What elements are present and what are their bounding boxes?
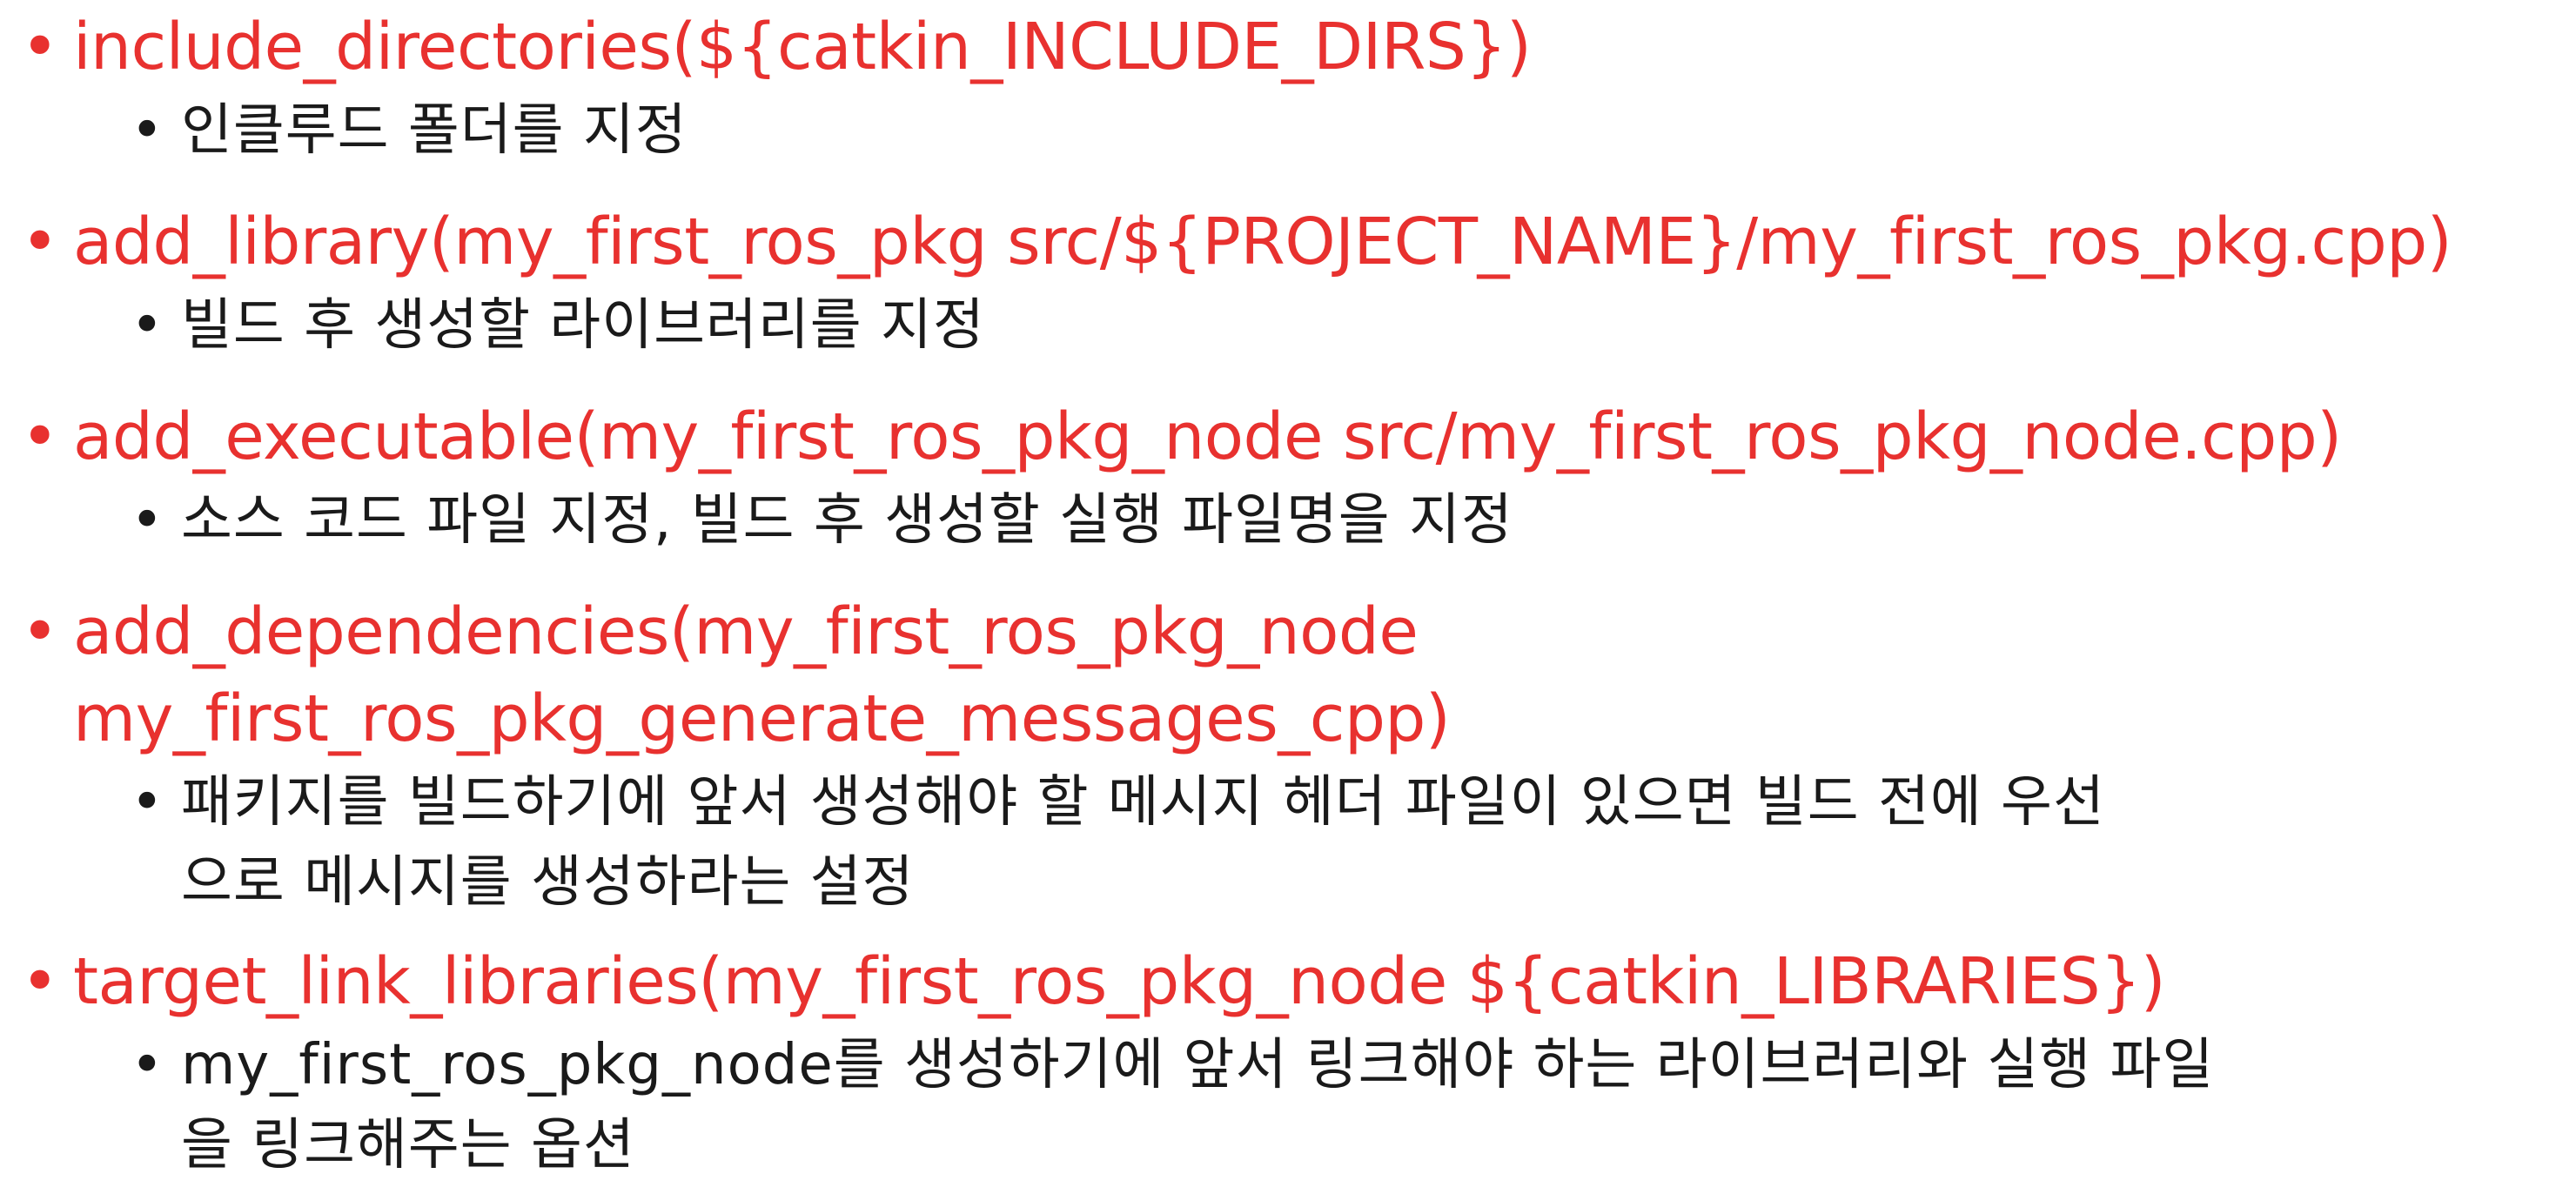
- bullet-icon: •: [131, 488, 164, 553]
- code-text: include_directories(${catkin_INCLUDE_DIR…: [73, 10, 1532, 84]
- description-text: 인클루드 폴더를 지정: [181, 98, 688, 163]
- description-bullet: • my_first_ros_pkg_node를 생성하기에 앞서 링크해야 하…: [0, 1025, 2576, 1185]
- code-text: my_first_ros_pkg_generate_messages_cpp): [73, 681, 1451, 756]
- bullet-icon: •: [131, 1033, 164, 1097]
- code-bullet: • add_executable(my_first_ros_pkg_node s…: [0, 393, 2576, 480]
- description-text: 을 링크해주는 옵션: [181, 1113, 635, 1177]
- list-item-add-executable: • add_executable(my_first_ros_pkg_node s…: [0, 393, 2576, 560]
- bullet-icon: •: [131, 770, 164, 835]
- bullet-icon: •: [21, 399, 59, 474]
- list-item-add-dependencies: • add_dependencies(my_first_ros_pkg_node…: [0, 588, 2576, 922]
- code-text: add_executable(my_first_ros_pkg_node src…: [73, 399, 2342, 474]
- bullet-icon: •: [21, 205, 59, 279]
- bullet-icon: •: [131, 293, 164, 358]
- description-bullet: • 빌드 후 생성할 라이브러리를 지정: [0, 285, 2576, 366]
- code-bullet: • add_library(my_first_ros_pkg src/${PRO…: [0, 198, 2576, 285]
- code-text: add_library(my_first_ros_pkg src/${PROJE…: [73, 205, 2452, 279]
- list-item-add-library: • add_library(my_first_ros_pkg src/${PRO…: [0, 198, 2576, 366]
- description-text: 소스 코드 파일 지정, 빌드 후 생성할 실행 파일명을 지정: [181, 488, 1513, 553]
- description-text: 빌드 후 생성할 라이브러리를 지정: [181, 293, 985, 358]
- code-bullet: • add_dependencies(my_first_ros_pkg_node…: [0, 588, 2576, 762]
- bullet-icon: •: [21, 594, 59, 669]
- code-text: target_link_libraries(my_first_ros_pkg_n…: [73, 944, 2166, 1019]
- description-text: my_first_ros_pkg_node를 생성하기에 앞서 링크해야 하는 …: [181, 1033, 2215, 1097]
- code-bullet: • include_directories(${catkin_INCLUDE_D…: [0, 3, 2576, 91]
- bullet-icon: •: [21, 944, 59, 1019]
- description-bullet: • 인클루드 폴더를 지정: [0, 91, 2576, 171]
- bullet-icon: •: [21, 10, 59, 84]
- list-item-target-link-libraries: • target_link_libraries(my_first_ros_pkg…: [0, 938, 2576, 1185]
- description-text: 패키지를 빌드하기에 앞서 생성해야 할 메시지 헤더 파일이 있으면 빌드 전…: [181, 770, 2105, 835]
- bullet-icon: •: [131, 98, 164, 163]
- list-item-include-directories: • include_directories(${catkin_INCLUDE_D…: [0, 3, 2576, 171]
- code-bullet: • target_link_libraries(my_first_ros_pkg…: [0, 938, 2576, 1025]
- description-bullet: • 패키지를 빌드하기에 앞서 생성해야 할 메시지 헤더 파일이 있으면 빌드…: [0, 762, 2576, 922]
- description-text: 으로 메시지를 생성하라는 설정: [181, 850, 915, 915]
- code-text: add_dependencies(my_first_ros_pkg_node: [73, 594, 1419, 669]
- description-bullet: • 소스 코드 파일 지정, 빌드 후 생성할 실행 파일명을 지정: [0, 480, 2576, 560]
